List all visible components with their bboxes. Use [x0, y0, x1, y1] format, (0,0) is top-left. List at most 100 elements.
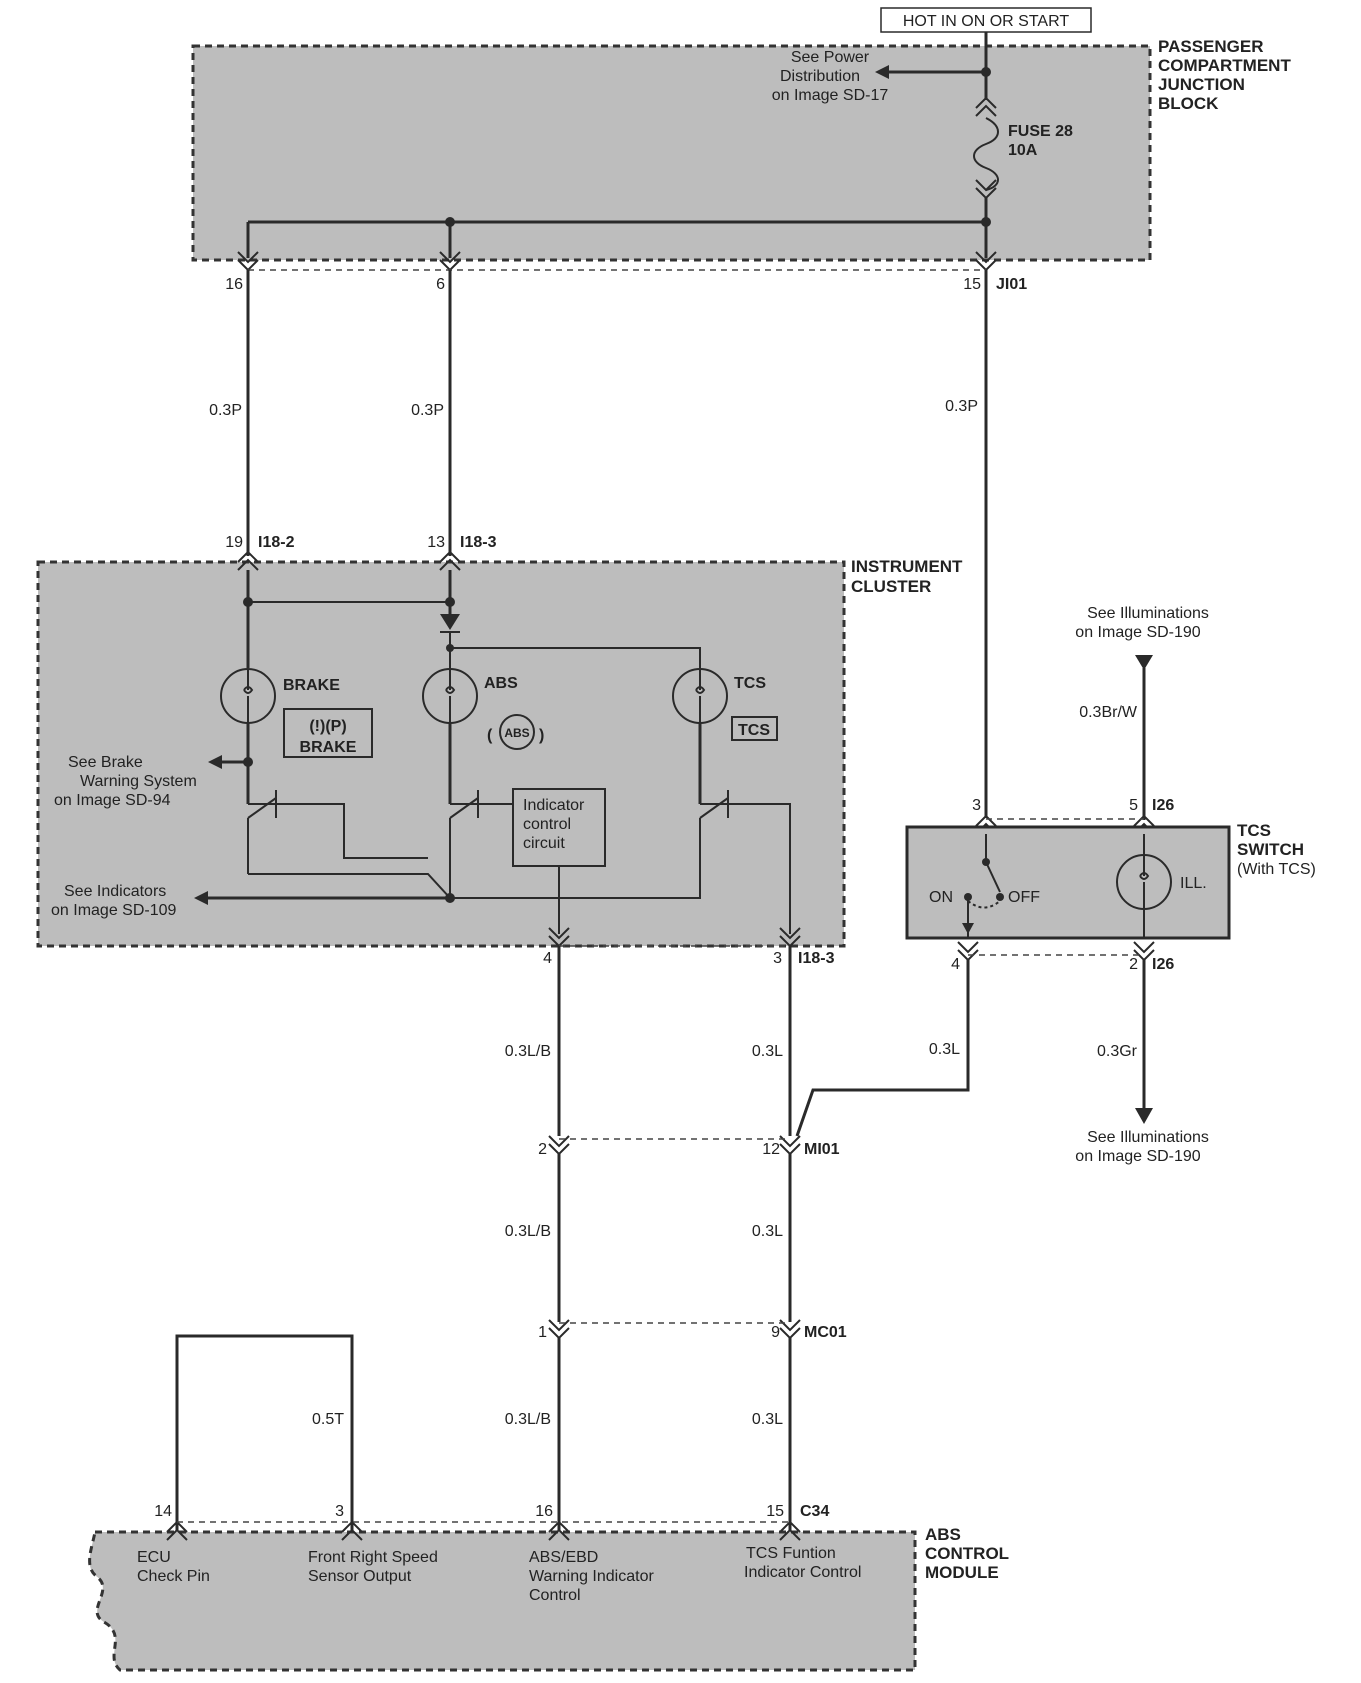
wire-label: 0.3P [209, 402, 242, 419]
switch-conn-top: I26 [1152, 797, 1174, 814]
front-label-2: Sensor Output [308, 1568, 412, 1585]
abs-pin-16: 16 [535, 1503, 553, 1520]
tcs-switch-title-3: (With TCS) [1237, 861, 1316, 878]
front-label-1: Front Right Speed [308, 1549, 438, 1566]
see-illum-top-2: on Image SD-190 [1075, 624, 1201, 641]
switch-pin-4: 4 [951, 956, 960, 973]
fuse-label-1: FUSE 28 [1008, 123, 1073, 140]
abs-symbol: ABS [504, 726, 529, 740]
brake-symbol-bottom: BRAKE [300, 739, 357, 756]
mi01-pin-a: 2 [538, 1141, 547, 1158]
connector-ji01: JI01 [996, 276, 1027, 293]
fuse-icon [973, 117, 999, 191]
arrow-down-icon [1135, 655, 1153, 670]
see-illum-top-1: See Illuminations [1087, 605, 1209, 622]
wire-label: 0.3L/B [505, 1411, 551, 1428]
filament [695, 669, 706, 723]
abs-paren: ) [539, 727, 544, 744]
see-illum-bottom-1: See Illuminations [1087, 1129, 1209, 1146]
ecu-check-loop [175, 1334, 354, 1530]
tcs-base-wire [728, 803, 791, 934]
see-brake-2: Warning System [80, 773, 197, 790]
tcs-symbol: TCS [738, 722, 770, 739]
wire-label: 0.3L [752, 1043, 783, 1060]
filament [243, 669, 254, 723]
hot-label-box [880, 7, 1092, 33]
switch-blade [985, 861, 1001, 893]
tcs-feed-wire [450, 647, 701, 668]
indicator-line-3: circuit [523, 835, 565, 852]
indicator-line-1: Indicator [523, 797, 585, 814]
wire-label: 0.3L [752, 1411, 783, 1428]
connector-i18-2: I18-2 [258, 534, 295, 551]
abs-ebd-label-3: Control [529, 1587, 581, 1604]
arrow-left-icon [208, 755, 222, 769]
diode-icon [440, 614, 460, 630]
switch-pin-5: 5 [1129, 797, 1138, 814]
junction-block-title-3: JUNCTION [1158, 75, 1245, 94]
filament [1139, 855, 1150, 938]
indicator-line-2: control [523, 816, 571, 833]
connector-chevron-icon [439, 550, 461, 571]
cluster-title-2: CLUSTER [851, 577, 931, 596]
switch-pin-2: 2 [1129, 956, 1138, 973]
abs-pin-3: 3 [335, 1503, 344, 1520]
pin-6: 6 [436, 276, 445, 293]
mi01-pin-b: 12 [762, 1141, 780, 1158]
switch-link [967, 900, 1001, 909]
pin-3: 3 [773, 950, 782, 967]
abs-module-title-1: ABS [925, 1525, 961, 1544]
see-brake-1: See Brake [68, 754, 143, 771]
connector-i18-3: I18-3 [460, 534, 497, 551]
brake-transistor-icon [247, 790, 428, 874]
tcs-switch-box [905, 825, 1231, 940]
brake-symbol-box [283, 708, 373, 758]
connector-mc01: MC01 [804, 1324, 847, 1341]
switch-off-label: OFF [1008, 889, 1040, 906]
wire-label: 0.3P [411, 402, 444, 419]
switch-pin-3: 3 [972, 797, 981, 814]
connector-chevron-icon [237, 550, 259, 571]
pin-13: 13 [427, 534, 445, 551]
see-power-1: See Power [791, 49, 870, 66]
switch-contact-off [996, 893, 1004, 901]
tcs-fn-label-2: Indicator Control [744, 1564, 861, 1581]
wire-label: 0.3L/B [505, 1223, 551, 1240]
see-brake-3: on Image SD-94 [54, 792, 171, 809]
wire-label: 0.3L [752, 1223, 783, 1240]
fuse-label-2: 10A [1008, 142, 1038, 159]
tcs-switch-title-1: TCS [1237, 821, 1271, 840]
wire-label: 0.3Br/W [1079, 704, 1138, 721]
abs-label: ABS [484, 675, 518, 692]
abs-symbol-icon [499, 714, 535, 750]
abs-pin-15: 15 [766, 1503, 784, 1520]
see-indicators-1: See Indicators [64, 883, 166, 900]
see-power-2: Distribution [780, 68, 860, 85]
connector-mi01: MI01 [804, 1141, 840, 1158]
abs-module-title-3: MODULE [925, 1563, 999, 1582]
instrument-cluster-box [36, 560, 846, 948]
connector-chevron-icon [341, 1520, 363, 1541]
tcs-switch-wire [795, 960, 970, 1137]
wire-label: 0.3P [945, 398, 978, 415]
indicator-control-box [512, 788, 606, 867]
cluster-title-1: INSTRUMENT [851, 557, 963, 576]
ground-link [248, 873, 451, 899]
tcs-symbol-box [731, 716, 778, 741]
abs-paren: ( [487, 727, 493, 744]
switch-conn-bottom: I26 [1152, 956, 1174, 973]
junction-block-title-4: BLOCK [1158, 94, 1219, 113]
connector-chevron-icon [957, 941, 979, 962]
see-power-3: on Image SD-17 [772, 87, 889, 104]
wire-label: 0.5T [312, 1411, 344, 1428]
pin-19: 19 [225, 534, 243, 551]
junction-block-title-2: COMPARTMENT [1158, 56, 1291, 75]
arrow-left-icon [194, 891, 208, 905]
pin-16: 16 [225, 276, 243, 293]
connector-chevron-icon [548, 1520, 570, 1541]
ecu-label-2: Check Pin [137, 1568, 210, 1585]
mc01-pin-a: 1 [538, 1324, 547, 1341]
tcs-switch-title-2: SWITCH [1237, 840, 1304, 859]
connector-i18-3-bottom: I18-3 [798, 950, 835, 967]
